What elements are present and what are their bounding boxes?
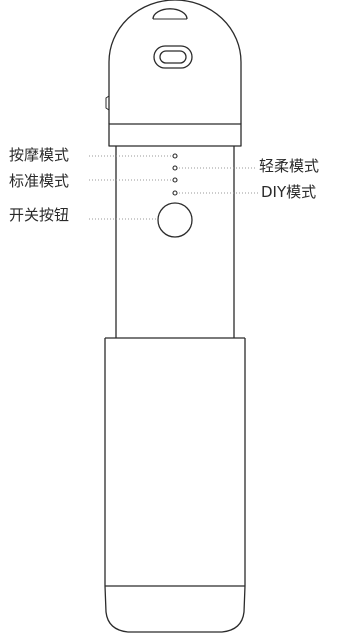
cap-slot-outer: [153, 45, 193, 69]
top-cap: [108, 0, 242, 124]
lower-body: [104, 337, 246, 587]
middle-tube: [115, 146, 235, 338]
label-standard-mode: 标准模式: [9, 172, 70, 190]
cap-slot-inner: [159, 50, 187, 64]
label-power-button: 开关按钮: [9, 206, 70, 224]
indicator-dot-standard: [172, 177, 178, 183]
indicator-dot-gentle: [172, 165, 178, 171]
label-gentle-mode: 轻柔模式: [259, 157, 320, 175]
bottom-base: [104, 585, 246, 633]
indicator-dot-diy: [172, 190, 178, 196]
indicator-dot-massage: [172, 153, 178, 159]
label-massage-mode: 按摩模式: [9, 146, 70, 164]
top-knob: [152, 8, 188, 20]
power-button-shape: [157, 202, 193, 238]
collar-ring: [108, 123, 242, 147]
label-diy-mode: DIY模式: [261, 183, 317, 201]
